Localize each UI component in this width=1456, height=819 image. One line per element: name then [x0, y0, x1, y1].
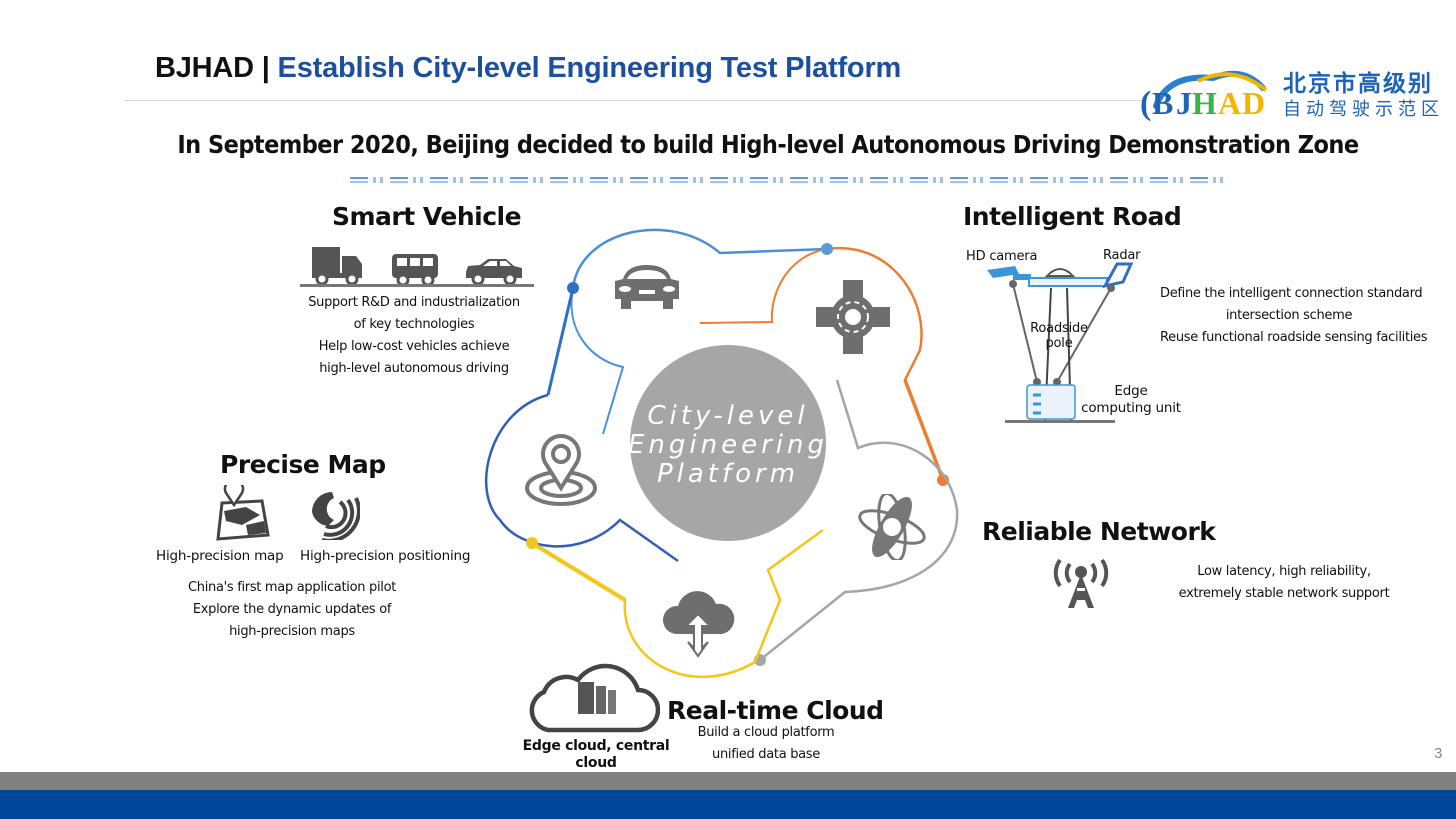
roadside-pole-line1: Roadside — [1030, 321, 1088, 336]
platform-ring-diagram — [485, 228, 959, 679]
antenna-icon — [1044, 268, 1076, 277]
desc-line: Reuse functional roadside sensing facili… — [1160, 330, 1428, 345]
edge-cloud-line2: cloud — [575, 755, 617, 771]
sedan-icon — [466, 259, 522, 286]
slide-subtitle: In September 2020, Beijing decided to bu… — [177, 130, 1359, 159]
title-main: Establish City-level Engineering Test Pl… — [277, 52, 902, 84]
center-line2: Engineering — [628, 430, 828, 460]
precise-map-title: Precise Map — [220, 450, 386, 479]
roadside-pole-line2: pole — [1045, 336, 1073, 351]
reliable-network-description: Low latency, high reliability, extremely… — [1176, 561, 1392, 605]
logo-cn-line1: 北京市高级别 — [1283, 71, 1433, 97]
realtime-cloud-description: Build a cloud platform unified data base — [680, 722, 852, 766]
radar-icon — [1102, 262, 1134, 289]
intelligent-road-description: Define the intelligent connection standa… — [1160, 283, 1428, 349]
svg-text:B: B — [1152, 85, 1173, 121]
desc-line: Define the intelligent connection standa… — [1160, 286, 1423, 301]
logo-cn-line2: 自动驾驶示范区 — [1283, 99, 1444, 120]
desc-line: intersection scheme — [1225, 308, 1353, 323]
atom-network-icon — [858, 494, 926, 560]
edge-line1: Edge — [1114, 383, 1148, 399]
high-precision-positioning-icon — [312, 492, 360, 540]
svg-text:D: D — [1242, 85, 1265, 121]
radar-label: Radar — [1103, 248, 1141, 263]
edge-line2: computing unit — [1081, 400, 1181, 416]
roadside-pole-label: Roadside pole — [1030, 321, 1088, 351]
desc-line: Explore the dynamic updates of — [192, 602, 392, 617]
high-precision-positioning-label: High-precision positioning — [300, 548, 471, 564]
svg-text:J: J — [1176, 85, 1192, 121]
svg-text:H: H — [1192, 85, 1217, 121]
edge-computing-unit-icon — [1026, 384, 1076, 420]
center-line1: City-level — [647, 401, 809, 431]
smart-vehicle-description: Support R&D and industrialization of key… — [290, 292, 538, 380]
edge-cloud-label: Edge cloud, central cloud — [516, 738, 676, 772]
roadside-infrastructure-diagram — [987, 262, 1134, 423]
vehicles-icon-row — [300, 247, 534, 287]
hd-camera-label: HD camera — [966, 249, 1038, 264]
realtime-cloud-title: Real-time Cloud — [667, 696, 884, 725]
page-number: 3 — [1434, 745, 1443, 762]
desc-line: high-precision maps — [229, 624, 355, 639]
desc-line: unified data base — [712, 747, 820, 762]
footer-blue-bar — [0, 790, 1456, 819]
cloud-upload-download-icon — [662, 591, 735, 658]
desc-line: of key technologies — [353, 317, 475, 332]
car-front-icon — [615, 265, 679, 309]
desc-line: high-level autonomous driving — [319, 361, 509, 376]
truck-icon — [312, 247, 362, 286]
page-title: BJHAD | Establish City-level Engineering… — [155, 52, 901, 85]
center-line3: Platform — [656, 459, 800, 489]
edge-computing-label: Edge computing unit — [1080, 383, 1182, 417]
edge-cloud-server-icon — [529, 663, 660, 733]
bjhad-logo-icon: ( B J H A D — [1140, 70, 1268, 122]
high-precision-map-label: High-precision map — [156, 548, 284, 564]
svg-text:A: A — [1218, 85, 1241, 121]
precise-map-description: China's first map application pilot Expl… — [170, 577, 414, 643]
desc-line: Help low-cost vehicles achieve — [318, 339, 510, 354]
title-brand: BJHAD — [155, 52, 254, 84]
header-divider — [124, 100, 1144, 101]
desc-line: China's first map application pilot — [187, 580, 397, 595]
roundabout-icon — [816, 280, 890, 354]
decorative-dash-line — [350, 177, 1230, 183]
center-platform-label: City-level Engineering Platform — [626, 402, 830, 489]
intelligent-road-title: Intelligent Road — [963, 202, 1182, 231]
van-icon — [392, 254, 438, 287]
edge-cloud-line1: Edge cloud, central — [522, 738, 670, 754]
hd-camera-icon — [987, 266, 1031, 280]
location-pin-icon — [525, 434, 597, 506]
high-precision-map-icon — [216, 485, 270, 541]
desc-line: Support R&D and industrialization — [308, 295, 520, 310]
desc-line: Low latency, high reliability, — [1197, 564, 1371, 579]
svg-text:(: ( — [1140, 85, 1151, 122]
reliable-network-title: Reliable Network — [982, 517, 1216, 546]
title-separator: | — [253, 52, 278, 84]
desc-line: extremely stable network support — [1178, 586, 1390, 601]
signal-tower-icon — [1053, 558, 1109, 608]
desc-line: Build a cloud platform — [697, 725, 835, 740]
footer-gray-bar — [0, 772, 1456, 790]
smart-vehicle-title: Smart Vehicle — [332, 202, 522, 231]
